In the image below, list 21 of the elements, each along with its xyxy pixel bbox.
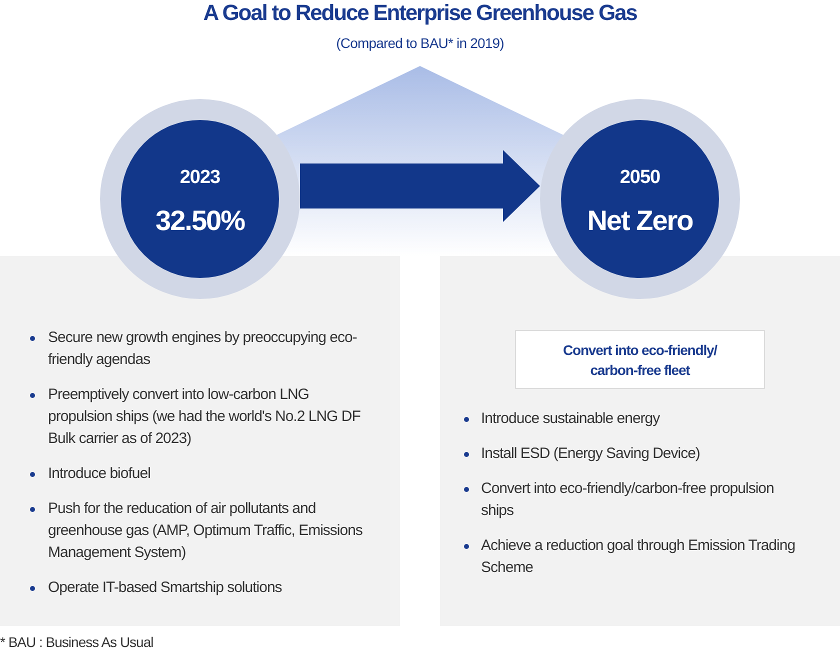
heading-text: Convert into eco-friendly/ carbon-free fleet [562, 340, 718, 380]
bullet-text: Install ESD (Energy Saving Device) [481, 444, 700, 464]
year-text: 2050 [620, 167, 660, 189]
subtitle: (Compared to BAU* in 2019) [336, 34, 504, 52]
goal-value: Net Zero [587, 204, 693, 238]
bullet-text: Introduce sustainable energy [481, 409, 660, 429]
goal-value: 32.50% [156, 204, 244, 238]
year-text: 2023 [180, 167, 220, 189]
info-panel [440, 256, 840, 626]
bullet-text: Achieve a reduction goal through Emission Trading Scheme [481, 536, 796, 578]
bullet-text: Push for the reducation of air pollutants and greenhouse gas (AMP, Optimum Traffic, Emissions Management System) [48, 499, 364, 563]
bullet-text: Operate IT-based Smartship solutions [48, 578, 282, 598]
footnote: * BAU : Business As Usual [0, 633, 154, 649]
info-panel [0, 256, 400, 626]
bullet-text: Introduce biofuel [48, 464, 150, 484]
block-arrow [300, 150, 540, 222]
bullet-text: Preemptively convert into low-carbon LNG propulsion ships (we had the world's No.2 LNG DF Bulk carrier as of 2023) [48, 385, 362, 449]
heading-box [515, 330, 765, 389]
bullet-text: Secure new growth engines by preoccupying eco-friendly agendas [48, 328, 358, 370]
bullet-text: Convert into eco-friendly/carbon-free propulsion ships [481, 479, 775, 521]
title: A Goal to Reduce Enterprise Greenhouse Gas [203, 0, 637, 26]
